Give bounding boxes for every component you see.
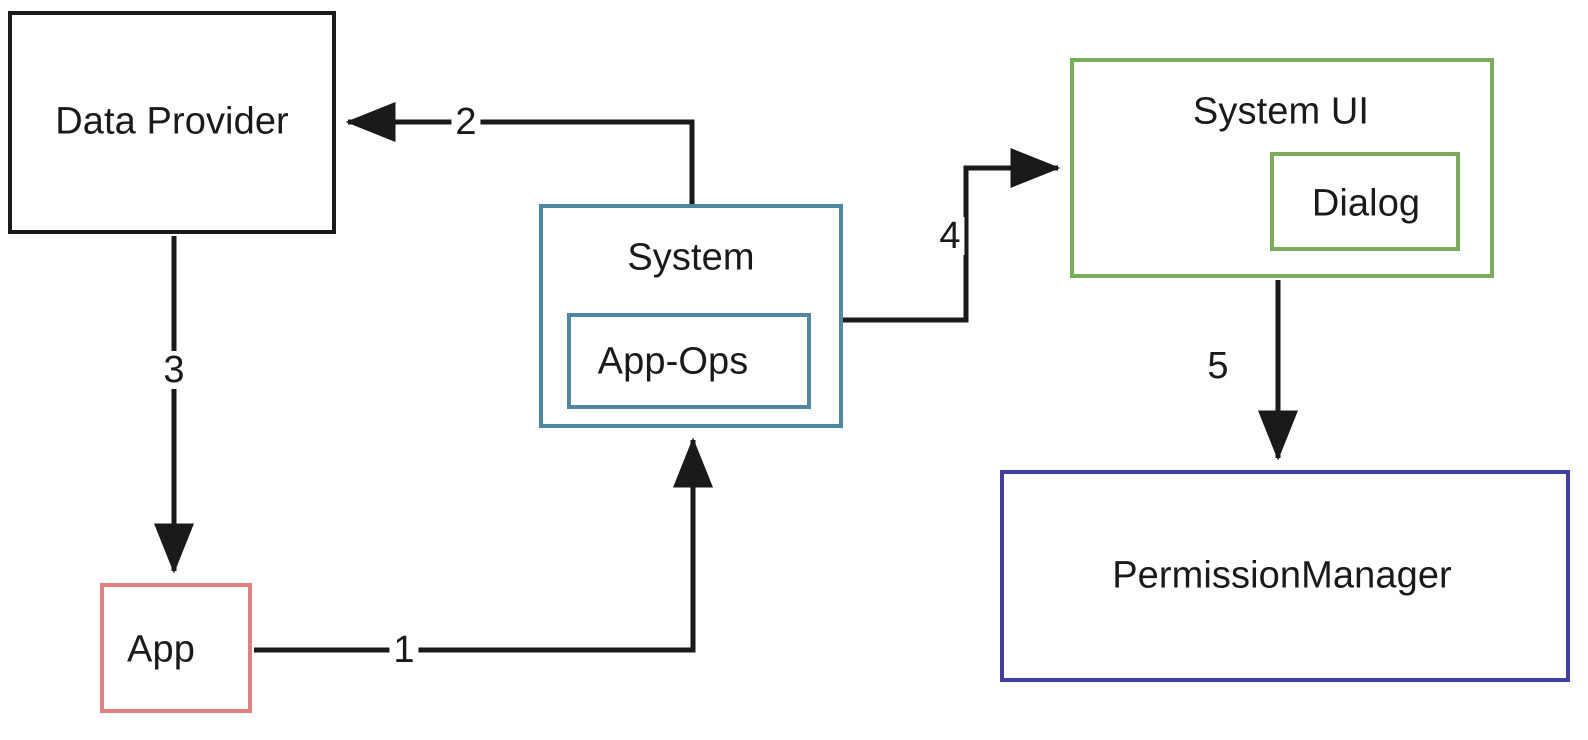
edge-label-1: 1: [389, 631, 419, 669]
node-dialog[interactable]: [1270, 152, 1460, 251]
edge-label-4: 4: [935, 217, 965, 255]
node-permission-manager[interactable]: [1000, 470, 1570, 682]
node-app-ops[interactable]: [567, 313, 811, 409]
node-label-system-ui: System UI: [1192, 90, 1370, 133]
node-app[interactable]: [100, 583, 252, 713]
node-label-app: App: [127, 628, 195, 671]
node-label-data-provider: Data Provider: [55, 100, 289, 143]
node-label-permission-manager: PermissionManager: [1112, 554, 1452, 597]
node-label-dialog: Dialog: [1311, 182, 1421, 225]
node-data-provider[interactable]: [8, 11, 336, 234]
node-label-app-ops: App-Ops: [597, 340, 749, 383]
connector-2-path: [345, 102, 695, 204]
edge-label-5: 5: [1203, 347, 1233, 385]
connector-1-path: [254, 437, 713, 653]
connector-4-path: [843, 148, 1061, 323]
node-label-system: System: [627, 236, 755, 279]
edge-label-3: 3: [159, 351, 189, 389]
edge-label-2: 2: [451, 103, 481, 141]
